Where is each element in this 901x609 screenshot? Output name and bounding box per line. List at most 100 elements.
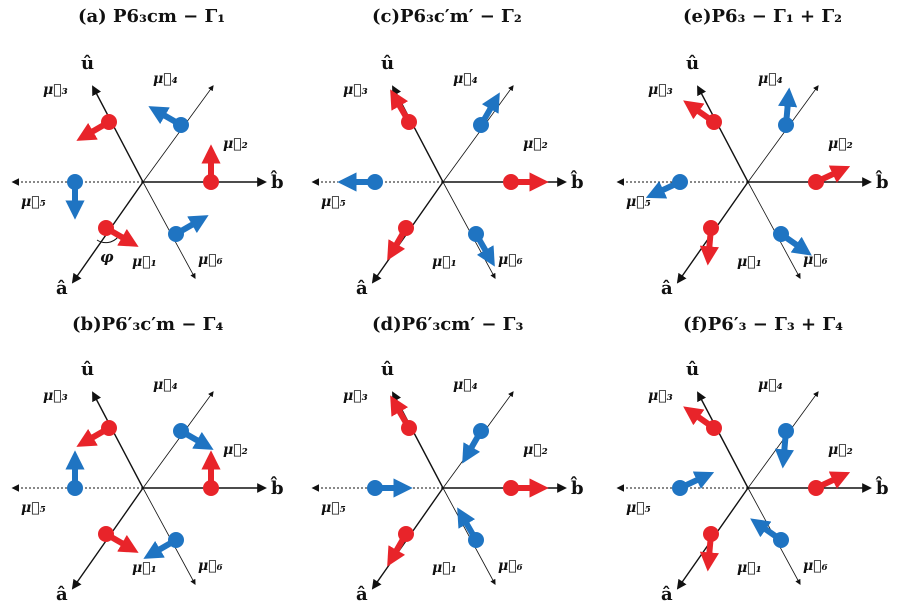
moment-label: μ⃗₄ [453,71,478,87]
atom-site [401,114,417,130]
moment-3: μ⃗₃ [343,388,417,436]
moment-5: μ⃗₅ [626,471,715,516]
moment-label: μ⃗₃ [43,388,68,404]
a-axis-label: â [356,584,368,605]
moment-1: μ⃗₁ [699,526,762,576]
atom-site [503,174,519,190]
diag-dr-axis [747,181,801,279]
phi-label: φ [100,248,114,266]
moment-5: μ⃗₅ [626,174,688,210]
moment-label: μ⃗₂ [828,442,853,458]
atom-site [703,220,719,236]
atom-site [173,423,189,439]
a-axis-label: â [661,278,673,299]
atom-site [173,117,189,133]
atom-site [706,114,722,130]
moment-2: μ⃗₂ [808,442,853,496]
moment-label: μ⃗₅ [21,194,46,210]
moment-label: μ⃗₆ [803,252,828,268]
moment-3: μ⃗₃ [343,82,417,130]
moment-label: μ⃗₂ [828,136,853,152]
atom-site [468,226,484,242]
moment-5: μ⃗₅ [321,478,413,516]
atom-site [67,480,83,496]
diag-ur-axis [442,85,514,183]
moment-3: μ⃗₃ [43,388,117,447]
moment-label: μ⃗₂ [223,136,248,152]
moment-label: μ⃗₄ [758,377,783,393]
diag-ur-axis [747,85,819,183]
moment-5: μ⃗₅ [21,450,85,516]
moment-6: μ⃗₆ [468,226,523,268]
moment-label: μ⃗₃ [648,82,673,98]
moment-1: μ⃗₁ [387,526,457,576]
moment-2: μ⃗₂ [503,136,549,192]
angle-arc [96,236,119,244]
a-axis-label: â [356,278,368,299]
b-axis-label: b̂ [570,169,583,193]
moment-6: μ⃗₆ [750,518,828,574]
moment-6: μ⃗₆ [168,215,223,268]
moment-label: μ⃗₆ [198,558,223,574]
atom-site [672,480,688,496]
moment-2: μ⃗₂ [201,442,248,496]
moment-label: μ⃗₃ [648,388,673,404]
panel-title: (b)P6′₃c′m − Γ₄ [72,314,223,335]
moment-1: μ⃗₁ [699,220,762,270]
moment-label: μ⃗₅ [321,194,346,210]
atom-site [168,532,184,548]
moment-label: μ⃗₁ [432,560,457,576]
atom-site [203,480,219,496]
atom-site [473,117,489,133]
atom-site [398,526,414,542]
axes [11,391,267,590]
panel-title: (d)P6′₃cm′ − Γ₃ [372,314,523,335]
moment-2: μ⃗₂ [808,136,853,190]
atom-site [367,174,383,190]
a-axis-label: â [56,278,68,299]
moment-1: μ⃗₁ [387,220,457,270]
moment-6: μ⃗₆ [773,226,828,268]
moment-4: μ⃗₄ [758,71,798,133]
u-axis-label: û [686,359,699,380]
u-axis [92,391,144,489]
moment-6: μ⃗₆ [457,507,523,574]
atom-site [168,226,184,242]
moment-label: μ⃗₆ [498,558,523,574]
moment-label: μ⃗₅ [626,500,651,516]
moment-label: μ⃗₅ [21,500,46,516]
moment-2: μ⃗₂ [503,442,549,498]
atom-site [98,220,114,236]
moment-label: μ⃗₁ [737,254,762,270]
moment-label: μ⃗₂ [523,442,548,458]
moment-label: μ⃗₄ [153,71,178,87]
u-axis [697,85,749,183]
moment-5: μ⃗₅ [21,174,85,220]
atom-site [778,117,794,133]
u-axis [392,85,444,183]
u-axis-label: û [81,53,94,74]
atom-site [703,526,719,542]
atom-site [468,532,484,548]
panel-title: (e)P6₃ − Γ₁ + Γ₂ [683,6,842,27]
moment-label: μ⃗₅ [626,194,651,210]
moment-3: μ⃗₃ [43,82,117,141]
panel-title: (f)P6′₃ − Γ₃ + Γ₄ [683,314,843,335]
moment-label: μ⃗₆ [198,252,223,268]
axes [11,85,267,284]
atom-site [473,423,489,439]
panel-title: (a) P6₃cm − Γ₁ [78,6,225,27]
moment-3: μ⃗₃ [648,82,722,130]
atom-site [398,220,414,236]
u-axis-label: û [381,53,394,74]
atom-site [98,526,114,542]
moment-4: μ⃗₄ [453,71,500,133]
moment-label: μ⃗₄ [758,71,783,87]
atom-site [101,420,117,436]
